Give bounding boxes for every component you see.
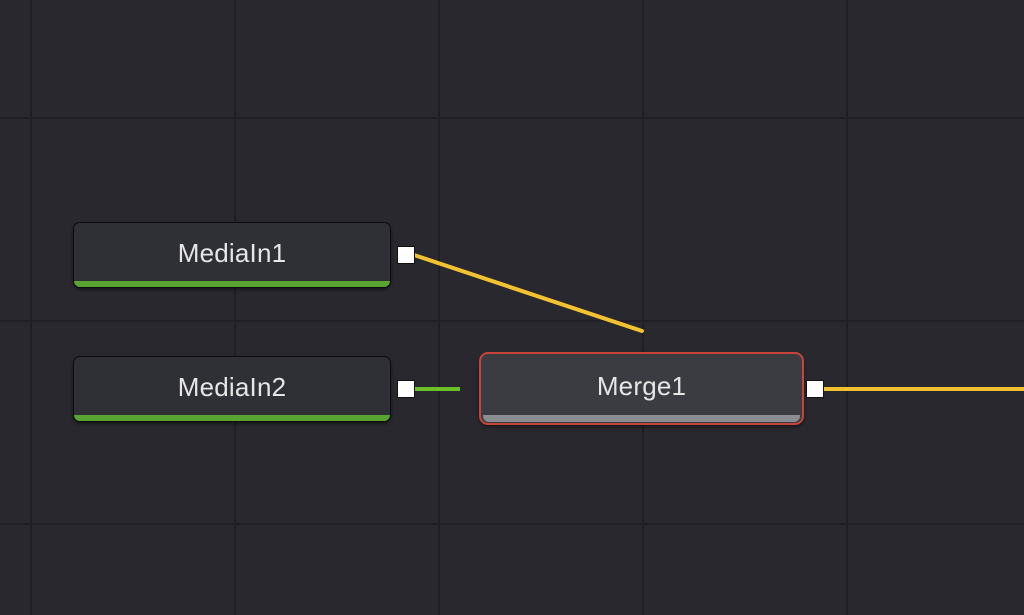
square-icon[interactable] (397, 380, 415, 398)
wire-mediain1-to-merge1-foreground[interactable] (412, 253, 644, 333)
node-color-strip (483, 415, 800, 422)
node-color-strip (74, 415, 390, 421)
node-color-strip (74, 281, 390, 287)
node-merge1[interactable]: Merge1 (479, 352, 804, 425)
node-label: MediaIn1 (177, 237, 287, 268)
node-mediain2[interactable]: MediaIn2 (73, 356, 391, 422)
node-label: MediaIn2 (177, 371, 287, 402)
node-label: Merge1 (596, 371, 687, 401)
square-icon[interactable] (397, 246, 415, 264)
square-icon[interactable] (806, 380, 824, 398)
node-mediain1[interactable]: MediaIn1 (73, 222, 391, 288)
